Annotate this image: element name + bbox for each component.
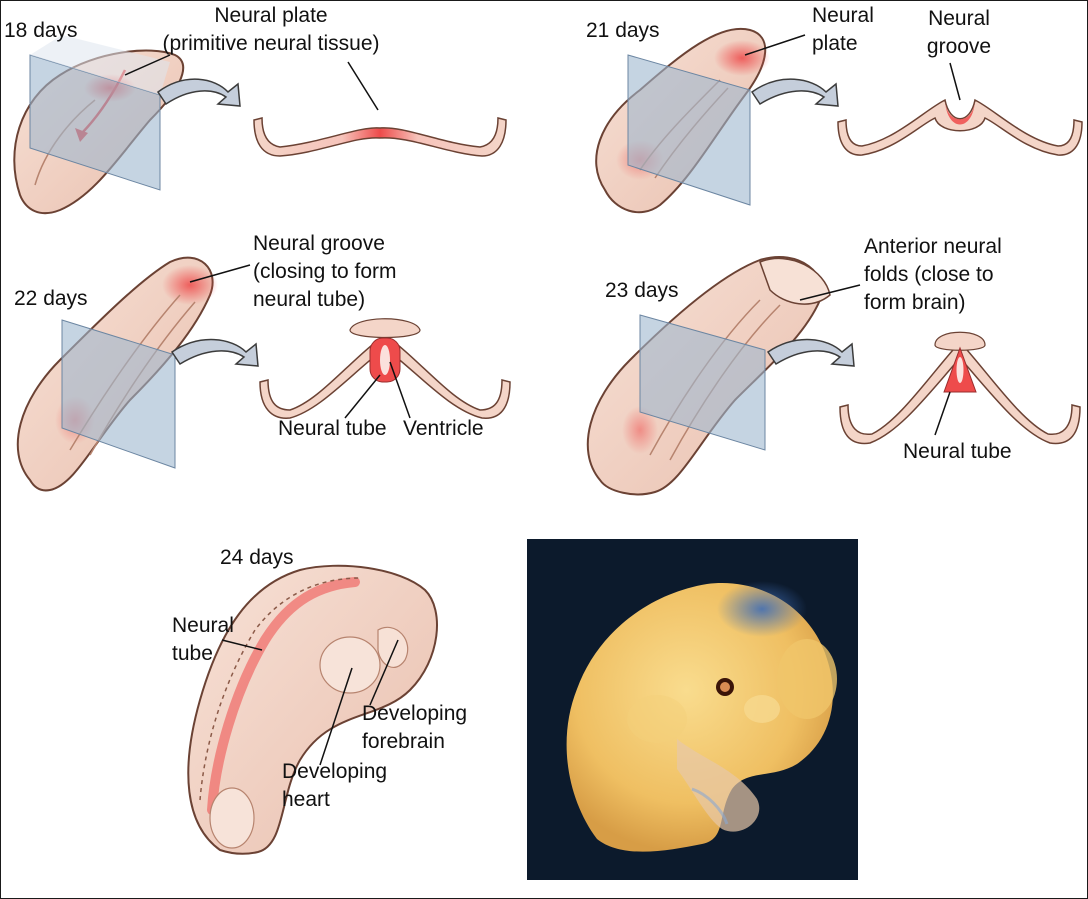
day22-ventricle-label: Ventricle	[403, 417, 484, 440]
day18-arrow	[156, 78, 241, 107]
day22-neural-tube-label: Neural tube	[278, 417, 387, 440]
embryo-photograph	[527, 539, 858, 880]
day21-cross-section	[837, 98, 1083, 156]
day24-heart-label: Developing heart	[282, 760, 388, 811]
day23-leader-lines	[799, 284, 951, 436]
day24-embryo	[187, 564, 438, 855]
day22-label: 22 days	[14, 287, 88, 310]
day23-neural-tube-label: Neural tube	[903, 440, 1012, 463]
day23-cross-section	[839, 331, 1081, 445]
day18-label: 18 days	[4, 19, 78, 42]
day18-neural-plate-label: Neural plate (primitive neural tissue)	[162, 4, 380, 55]
day18-cross-section	[253, 117, 507, 157]
day24-leader-lines	[221, 639, 399, 766]
day24-neural-tube-label: Neural tube	[172, 614, 234, 665]
day21-label: 21 days	[586, 19, 660, 42]
day23-arrow	[766, 338, 855, 367]
day23-section-plane	[639, 314, 766, 451]
day21-neural-groove-label: Neural groove	[926, 7, 992, 58]
day22-leader-lines	[189, 264, 411, 419]
day22-arrow	[170, 338, 259, 367]
top-leader-lines	[124, 34, 961, 111]
day22-cross-section	[259, 318, 511, 419]
day23-label: 23 days	[605, 279, 679, 302]
day21-neural-plate-label: Neural plate	[812, 4, 874, 55]
day22-section-plane	[61, 319, 176, 469]
day22-neural-groove-label: Neural groove (closing to form neural tu…	[253, 232, 397, 311]
day21-section-plane	[627, 54, 751, 206]
day24-forebrain-label: Developing forebrain	[362, 702, 468, 753]
day21-arrow	[750, 78, 839, 107]
day24-label: 24 days	[220, 546, 294, 569]
day23-anterior-folds-label: Anterior neural folds (close to form bra…	[864, 235, 1002, 314]
day18-section-plane	[29, 35, 170, 191]
